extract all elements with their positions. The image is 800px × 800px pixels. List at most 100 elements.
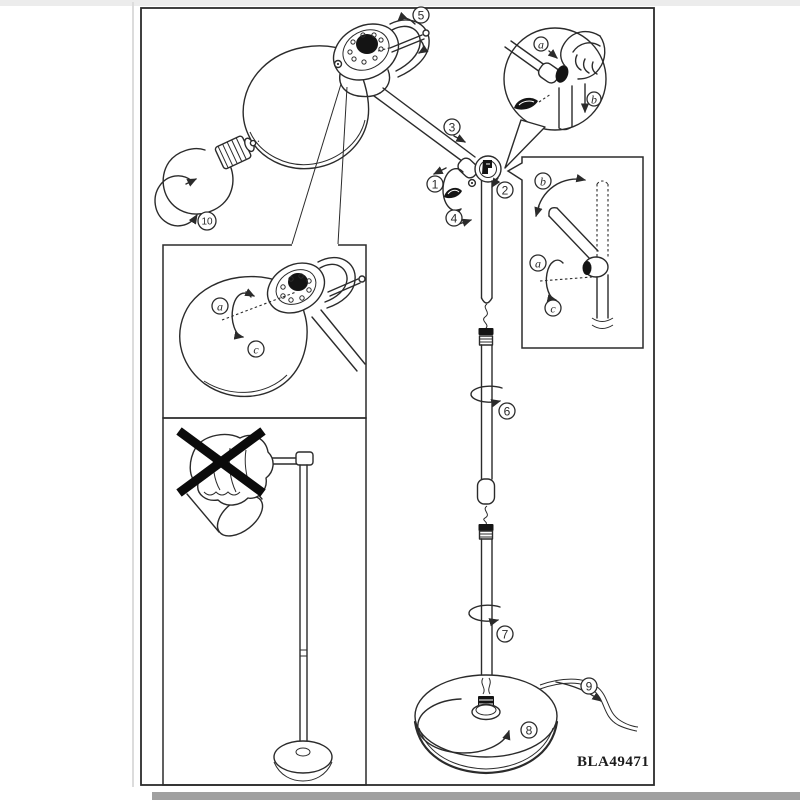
- elbow-joint: [474, 155, 502, 183]
- step-7-callout: 7: [468, 604, 514, 643]
- release-button: [555, 65, 569, 83]
- clip-part: [444, 187, 462, 199]
- pole-upper-section: [478, 180, 494, 346]
- step-2-callout: 2: [491, 177, 514, 199]
- light-bulb: [162, 135, 257, 215]
- wire: [483, 505, 488, 525]
- power-cable: [539, 678, 639, 732]
- label-a-badge: [529, 254, 547, 272]
- callout-9-number: 9: [586, 679, 593, 693]
- label-a: a: [217, 299, 223, 313]
- callout-4-badge: [445, 209, 463, 227]
- pole-middle-section: [476, 344, 496, 540]
- head-detail-inset: a c: [162, 244, 367, 419]
- button-detail-balloon: a b: [503, 27, 607, 169]
- bulb-screw-cap: [214, 135, 257, 170]
- step-10-callout: 10: [154, 175, 217, 231]
- step-9-callout: 9: [555, 677, 602, 702]
- step-5-callout: 5: [397, 6, 430, 54]
- step-8-callout: 8: [417, 698, 538, 754]
- label-b: b: [591, 92, 597, 106]
- callout-2-number: 2: [502, 183, 509, 197]
- bottom-edge-strip: [152, 792, 800, 800]
- arrow-icon: [555, 681, 602, 702]
- callout-7-badge: [496, 625, 514, 643]
- inset-base: [273, 740, 333, 774]
- lamp-head: [332, 19, 430, 98]
- label-c: c: [550, 301, 556, 315]
- rotate-arrow-icon: [418, 40, 429, 54]
- inset-upper-arm: [548, 215, 591, 260]
- callout-1-number: 1: [432, 177, 439, 191]
- step-1-callout: 1: [426, 166, 464, 218]
- label-a: a: [538, 37, 544, 51]
- label-b: b: [540, 174, 546, 188]
- arm-positions-inset: b a c: [506, 156, 644, 349]
- callout-5-badge: [412, 6, 430, 24]
- care-warning-inset: [162, 417, 367, 786]
- inset-socket: [288, 273, 308, 291]
- rotate-arrow-icon: [154, 175, 198, 227]
- arrow-icon: [453, 134, 466, 143]
- arrow-icon: [534, 205, 543, 218]
- callout-8-badge: [520, 721, 538, 739]
- wire: [483, 303, 488, 329]
- sheet-border-frame: [140, 7, 655, 786]
- balloon-tail: [504, 119, 546, 169]
- callout-10-number: 10: [201, 217, 213, 228]
- callout-9-badge: [580, 677, 598, 695]
- callout-6-number: 6: [504, 404, 511, 418]
- threaded-coupler: [478, 328, 494, 335]
- arrow-icon: [244, 288, 256, 297]
- callout-4-number: 4: [451, 211, 458, 225]
- callout-3-number: 3: [449, 120, 456, 134]
- step-6-callout: 6: [470, 385, 516, 420]
- callout-8-number: 8: [526, 723, 533, 737]
- inset-arm-bracket: [295, 451, 314, 466]
- head-handle-bail: [389, 19, 430, 78]
- rotate-arrow-icon: [470, 385, 503, 408]
- wire: [481, 677, 485, 695]
- step-3-callout: 3: [443, 118, 466, 143]
- label-a: a: [535, 256, 541, 270]
- callout-1-badge: [426, 175, 444, 193]
- label-c: c: [253, 342, 259, 356]
- arrow-icon: [547, 49, 558, 59]
- rotate-arrow-icon: [545, 259, 564, 303]
- pole-lower-section: [480, 538, 493, 691]
- arrow-icon: [185, 178, 198, 187]
- callout-7-number: 7: [502, 627, 509, 641]
- rotate-arrow-icon: [397, 11, 416, 25]
- label-c-badge: [544, 299, 562, 317]
- arrow-icon: [458, 218, 473, 227]
- socket-vent-holes: [347, 32, 384, 65]
- label-a-badge: [211, 297, 229, 315]
- step-4-callout: 4: [445, 209, 473, 227]
- callout-6-badge: [498, 402, 516, 420]
- model-number: BLA49471: [577, 754, 649, 770]
- pressing-hand: [560, 30, 606, 80]
- arrow-icon: [491, 177, 501, 188]
- lamp-base: [413, 674, 559, 775]
- label-b-badge: [586, 91, 602, 107]
- prohibition-cross-icon: [176, 427, 266, 497]
- inset-shade: [179, 275, 308, 398]
- label-a-badge: [533, 36, 549, 52]
- callout-5-number: 5: [418, 8, 425, 22]
- bulb-socket: [356, 34, 378, 54]
- upper-arm: [373, 87, 479, 188]
- label-c-badge: [247, 340, 265, 358]
- callout-2-badge: [496, 181, 514, 199]
- wire: [488, 677, 491, 695]
- callout-10-badge: [197, 211, 217, 231]
- inset-arm: [311, 316, 358, 372]
- rotate-arrow-icon: [468, 604, 501, 627]
- rotate-arrow-icon: [417, 698, 511, 754]
- pole-break-mark: [591, 317, 614, 322]
- locking-pin: [377, 29, 430, 53]
- label-b-badge: [534, 172, 552, 190]
- arrow-icon: [432, 166, 447, 175]
- rotate-arrow-icon: [231, 292, 252, 340]
